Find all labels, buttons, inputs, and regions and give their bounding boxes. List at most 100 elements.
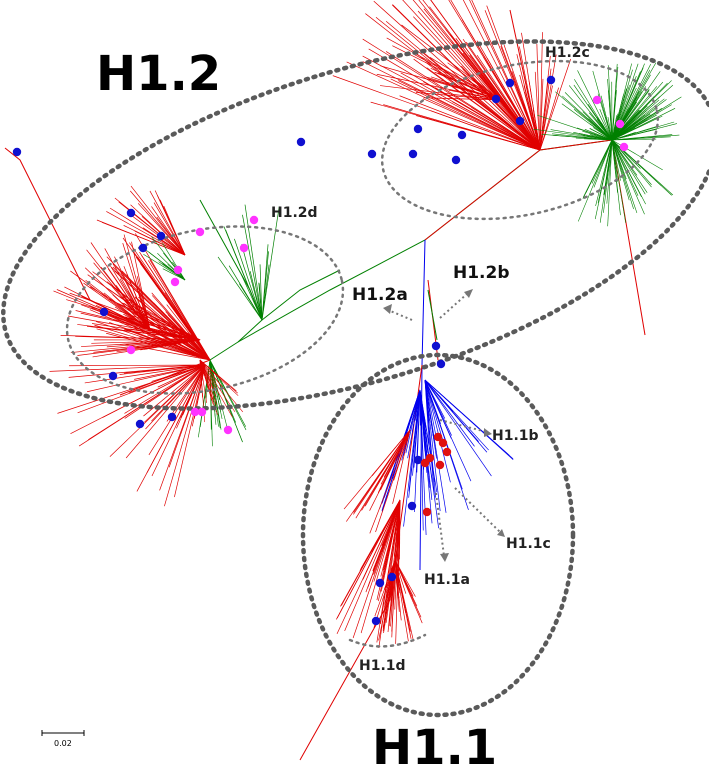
leaf-branch [576,127,613,141]
leaf-branch [96,321,211,361]
leaf-branch [606,139,613,204]
blue-isolate-marker [546,75,556,85]
blue-isolate-marker [367,149,377,159]
leaf-branch [424,379,454,413]
magenta-isolate-marker [592,95,602,105]
label-h12d: H1.2d [271,205,318,221]
scale-bar-line [41,730,85,736]
arrow-h11c [454,487,501,533]
leaf-branch [611,136,671,141]
leaf-branch [84,267,151,331]
leaf-branch [424,379,492,477]
backbone-h12c [424,139,613,241]
leaf-branch [402,0,541,151]
tree-leaf-fans [49,0,682,649]
leaf-branch [367,499,401,588]
leaf-branch [136,364,206,492]
leaf-branch [536,43,541,151]
leaf-branch [611,139,645,215]
leaf-branch [424,379,472,482]
clade-h11d-outline [348,633,427,648]
blue-isolate-marker [12,147,22,157]
leaf-branch [66,299,201,341]
leaf-branch [75,336,201,341]
leaf-branch [611,139,638,176]
leaf-branch [500,46,541,151]
leaf-branch [368,48,541,151]
leaf-branch [373,559,396,628]
leaf-branch [109,364,206,457]
leaf-branch [611,63,639,141]
leaf-branch [343,429,411,510]
leaf-branch [562,95,613,141]
leaf-branch [199,359,237,392]
leaf-branch [424,379,451,483]
leaf-branch [114,256,151,331]
leaf-branch [611,139,641,169]
leaf-branch [148,251,186,281]
leaf-branch [151,239,186,256]
scale-bar: 0.02 [41,730,85,748]
leaf-branch [424,379,436,498]
leaf-branch [77,364,206,414]
leaf-branch [124,364,206,414]
magenta-isolate-marker [170,277,180,287]
leaf-branch [353,429,411,515]
leaf-branch [362,499,401,580]
leaf-branch [384,559,396,610]
leaf-branch [592,70,613,141]
leaf-branch [376,499,401,643]
leaf-branch [114,197,186,256]
blue-isolate-marker [505,78,515,88]
leaf-branch [148,364,206,456]
leaf-branch [83,282,151,331]
leaf-branch [611,114,652,141]
leaf-branch [424,379,463,490]
leaf-branch [564,92,613,141]
blue-isolate-marker [296,137,306,147]
leaf-branch [225,229,263,321]
leaf-branch [424,379,514,461]
clade-h12d-outline [65,225,345,395]
leaf-branch [49,364,206,372]
leaf-branch [426,67,541,151]
leaf-branch [86,325,201,341]
leaf-branch [596,119,613,141]
leaf-branch [107,314,211,361]
blue-isolate-marker [491,94,501,104]
blue-isolate-marker [457,130,467,140]
leaf-branch [462,0,541,151]
leaf-branch [96,219,186,256]
arrow-h11b [439,419,488,433]
magenta-isolate-marker [615,119,625,129]
leaf-branch [611,114,657,141]
arrow-h12b [439,292,469,319]
leaf-branch [106,211,186,256]
leaf-branch [582,139,613,199]
red-isolate-marker [435,460,445,470]
leaf-branch [261,244,269,321]
arrowhead-h12a [383,304,392,314]
leaf-branch [209,359,237,423]
label-h11: H1.1 [372,720,497,768]
red-isolate-marker [442,447,452,457]
leaf-branch [424,379,444,443]
scale-bar-label: 0.02 [54,739,72,748]
blue-isolate-marker [135,419,145,429]
magenta-isolate-marker [197,407,207,417]
leaf-branch [550,129,613,141]
leaf-branch [516,54,541,151]
leaf-branch [561,103,613,141]
leaf-branch [416,115,541,151]
leaf-branch [469,0,541,151]
leaf-branch [611,91,640,141]
leaf-branch [606,139,613,185]
leaf-branch [144,339,201,350]
leaf-branch [125,364,206,459]
arrow-h12a [387,309,413,321]
leaf-branch [134,296,211,361]
backbone-far-left [4,147,91,301]
leaf-branch [599,108,613,141]
leaf-branch [241,244,263,321]
